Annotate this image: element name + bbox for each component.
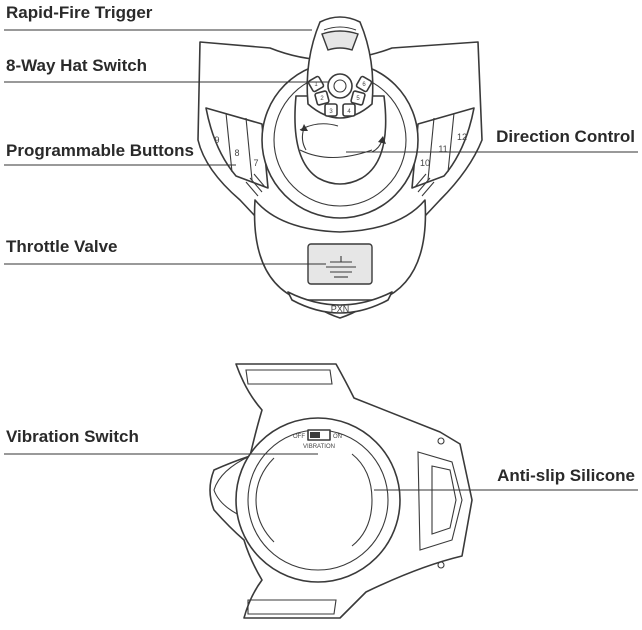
logo-plate xyxy=(287,291,393,314)
button-label-12: 12 xyxy=(457,132,467,142)
disc-inner-arc xyxy=(255,457,275,543)
left-grip-lines xyxy=(245,173,266,197)
vibration-switch-off: OFF xyxy=(293,434,305,440)
bottom-left-hump xyxy=(213,455,251,521)
vibration-switch-knob xyxy=(310,432,320,438)
hat-button-label-6: 6 xyxy=(362,82,366,88)
label-hat-switch: 8-Way Hat Switch xyxy=(6,56,147,75)
button-label-9: 9 xyxy=(214,135,219,145)
throttle-lever xyxy=(326,256,356,278)
left-button-panel xyxy=(205,107,269,189)
rapid-fire-trigger xyxy=(321,30,359,51)
joystick-bottom-view: OFF ON VIBRATION Vibration Switch Anti-s… xyxy=(4,363,638,619)
stick-shaft xyxy=(294,95,387,185)
button-label-7: 7 xyxy=(253,158,258,168)
label-programmable-buttons: Programmable Buttons xyxy=(6,141,194,160)
button-label-10: 10 xyxy=(420,158,430,168)
hat-switch-center xyxy=(333,79,347,93)
label-rapid-fire-trigger: Rapid-Fire Trigger xyxy=(6,3,153,22)
screw-bottom xyxy=(437,561,445,569)
silicone-pad-edge xyxy=(351,453,373,547)
right-grip-lines xyxy=(414,173,435,197)
brand-logo: PXN xyxy=(331,304,350,314)
vibration-switch-caption: VIBRATION xyxy=(303,444,335,450)
right-foot-pad xyxy=(417,451,463,551)
right-foot-pad-inner xyxy=(431,465,457,535)
label-anti-slip-silicone: Anti-slip Silicone xyxy=(497,466,635,485)
label-direction-control: Direction Control xyxy=(496,127,635,146)
top-foot-pad xyxy=(245,369,333,385)
bottom-foot-pad xyxy=(247,599,337,615)
rotation-arrows-icon xyxy=(301,124,386,153)
trigger-edge xyxy=(323,26,357,31)
button-label-11: 11 xyxy=(438,144,447,154)
vibration-switch-on: ON xyxy=(333,434,342,440)
hat-button-label-1: 1 xyxy=(314,82,318,88)
hat-button-label-2: 2 xyxy=(320,96,324,102)
label-throttle-valve: Throttle Valve xyxy=(6,237,117,256)
hat-button-label-3: 3 xyxy=(329,109,333,115)
joystick-top-view: PXN 9 8 7 10 11 12 xyxy=(4,3,638,319)
hat-button-label-5: 5 xyxy=(356,96,360,102)
screw-top xyxy=(437,437,445,445)
label-vibration-switch: Vibration Switch xyxy=(6,427,139,446)
bottom-disc-outer xyxy=(235,417,401,583)
button-label-8: 8 xyxy=(234,148,239,158)
hat-buttons: 1 2 3 4 5 6 xyxy=(307,75,373,117)
hat-switch xyxy=(327,73,353,99)
right-button-panel xyxy=(411,107,475,189)
hat-button-label-4: 4 xyxy=(347,109,351,115)
